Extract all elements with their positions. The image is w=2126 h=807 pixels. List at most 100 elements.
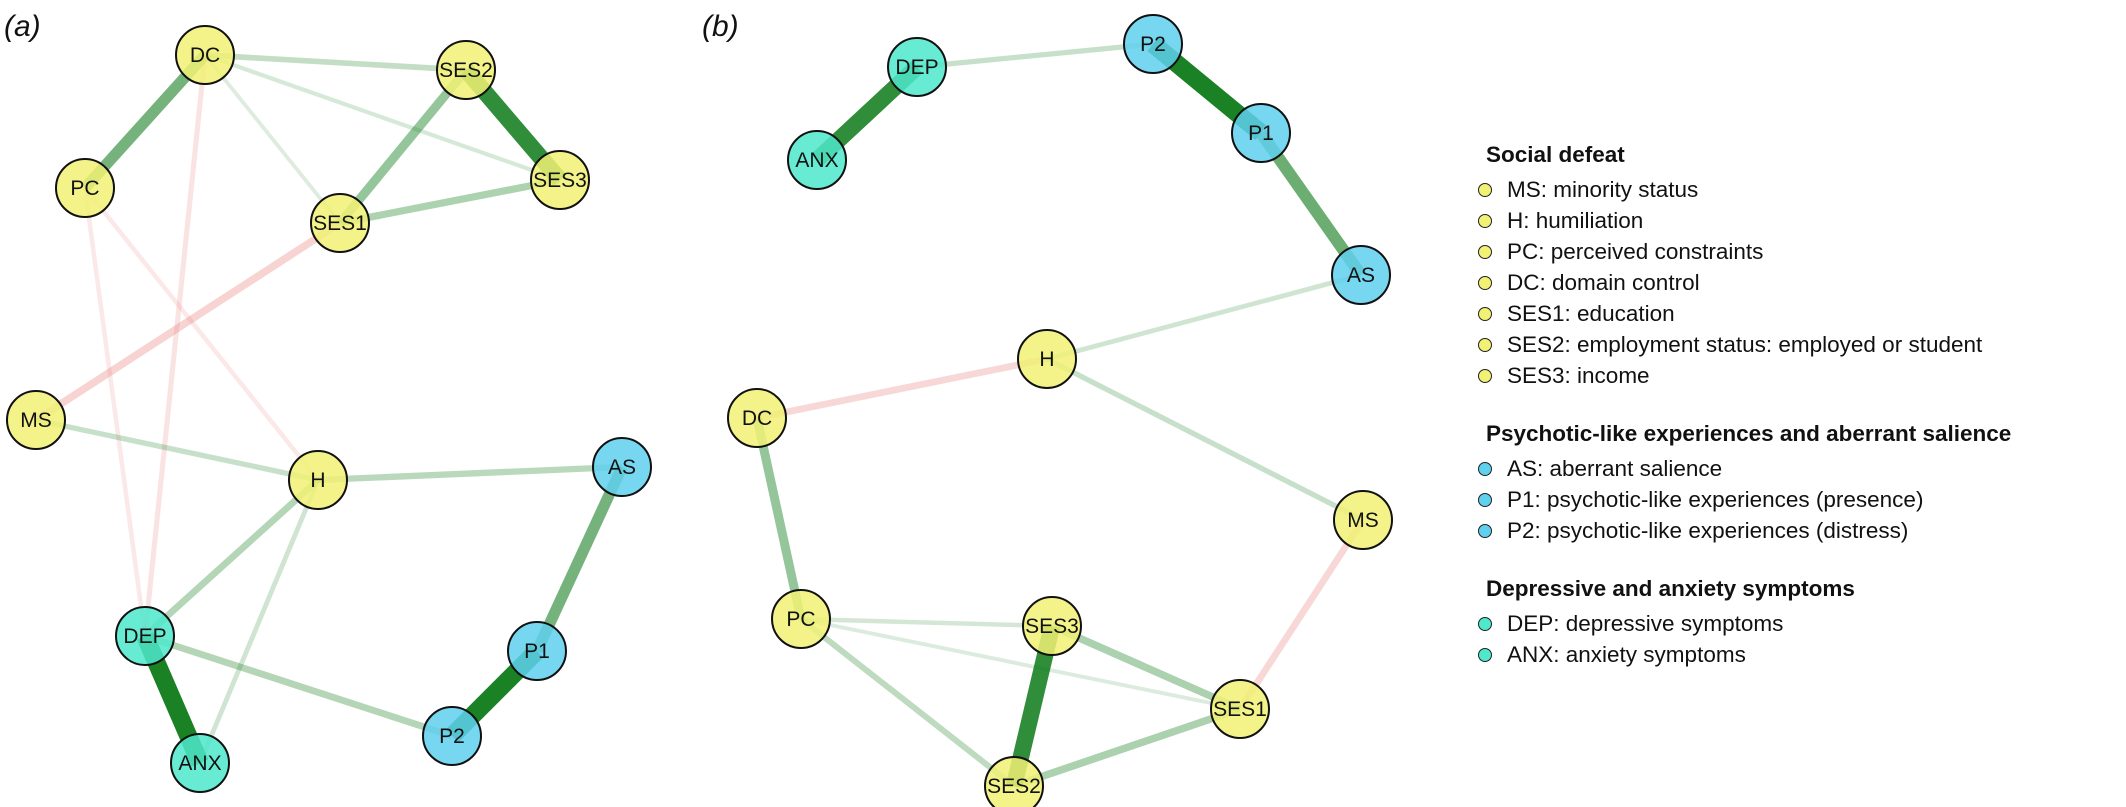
node-label: MS	[20, 409, 52, 432]
node-circle	[530, 150, 590, 210]
legend-item: DC: domain control	[1478, 267, 2118, 298]
node-circle	[6, 390, 66, 450]
legend-title: Social defeat	[1486, 142, 1625, 167]
legend-dot-icon	[1478, 647, 1492, 662]
node-b-dc: DC	[727, 388, 787, 448]
legend-dot-icon	[1478, 244, 1492, 259]
edge-a-dc-dep	[142, 54, 208, 637]
legend-dot-icon	[1478, 616, 1492, 631]
node-circle	[1331, 245, 1391, 305]
legend-item: P1: psychotic-like experiences (presence…	[1478, 484, 2118, 515]
edges-layer	[33, 37, 1366, 790]
legend: Social defeat MS: minority status H: hum…	[1478, 142, 2118, 700]
node-a-as: AS	[592, 437, 652, 497]
node-circle	[422, 706, 482, 766]
legend-item-label: DC: domain control	[1507, 269, 1700, 295]
edge-b-ses3-ses1	[1050, 622, 1242, 713]
edge-a-dc-ses2	[204, 52, 467, 73]
node-circle	[787, 130, 847, 190]
node-label: AS	[608, 456, 636, 479]
node-b-dep: DEP	[887, 37, 947, 97]
node-a-pc: PC	[55, 158, 115, 218]
node-label: DC	[742, 407, 772, 430]
edge-b-pc-ses2	[799, 616, 1016, 789]
edge-b-h-ms	[1045, 356, 1365, 523]
legend-dot-icon	[1478, 182, 1492, 197]
node-b-pc: PC	[771, 589, 831, 649]
node-circle	[175, 25, 235, 85]
node-circle	[115, 606, 175, 666]
legend-item: H: humiliation	[1478, 205, 2118, 236]
node-label: P2	[1140, 33, 1166, 56]
node-b-as: AS	[1331, 245, 1391, 305]
legend-item-label: P1: psychotic-like experiences (presence…	[1507, 486, 1924, 512]
legend-group-psychotic: Psychotic-like experiences and aberrant …	[1478, 421, 2118, 546]
legend-item: SES2: employment status: employed or stu…	[1478, 329, 2118, 360]
node-circle	[1231, 103, 1291, 163]
edge-a-dep-p2	[143, 632, 454, 740]
node-b-p1: P1	[1231, 103, 1291, 163]
edge-a-dc-ses1	[203, 53, 342, 225]
node-label: P1	[524, 640, 550, 663]
node-circle	[887, 37, 947, 97]
node-circle	[1333, 490, 1393, 550]
node-circle	[1123, 14, 1183, 74]
node-label: SES1	[313, 212, 367, 235]
node-label: DEP	[895, 56, 938, 79]
legend-item: P2: psychotic-like experiences (distress…	[1478, 515, 2118, 546]
node-a-anx: ANX	[170, 733, 230, 793]
legend-item-label: AS: aberrant salience	[1507, 455, 1723, 481]
edge-a-pc-dep	[82, 187, 148, 637]
legend-title: Depressive and anxiety symptoms	[1486, 576, 1855, 601]
node-b-p2: P2	[1123, 14, 1183, 74]
node-b-ses3: SES3	[1022, 596, 1082, 656]
edge-a-ms-h	[35, 417, 319, 483]
node-circle	[1017, 329, 1077, 389]
edge-b-dc-pc	[752, 417, 806, 620]
node-label: P2	[439, 725, 465, 748]
legend-item-label: SES2: employment status: employed or stu…	[1507, 331, 1983, 357]
legend-item: MS: minority status	[1478, 174, 2118, 205]
legend-item: AS: aberrant salience	[1478, 453, 2118, 484]
legend-item-label: P2: psychotic-like experiences (distress…	[1507, 517, 1909, 543]
node-label: SES3	[1025, 615, 1079, 638]
node-a-p1: P1	[507, 621, 567, 681]
legend-item-label: PC: perceived constraints	[1507, 238, 1764, 264]
edge-a-ses1-ses3	[339, 176, 561, 227]
edge-b-ses2-ses1	[1012, 705, 1242, 790]
node-label: SES3	[533, 169, 587, 192]
node-a-h: H	[288, 450, 348, 510]
panel-label-a: (a)	[4, 10, 41, 43]
node-b-ses1: SES1	[1210, 679, 1270, 739]
edge-a-h-as	[317, 463, 623, 484]
node-a-ses3: SES3	[530, 150, 590, 210]
node-circle	[55, 158, 115, 218]
legend-item-label: DEP: depressive symptoms	[1507, 610, 1784, 636]
node-label: SES2	[439, 59, 493, 82]
node-b-anx: ANX	[787, 130, 847, 190]
panel-label-b: (b)	[702, 10, 739, 43]
node-circle	[1210, 679, 1270, 739]
node-a-dc: DC	[175, 25, 235, 85]
node-label: PC	[786, 608, 815, 631]
legend-item-label: H: humiliation	[1507, 207, 1644, 233]
node-label: H	[310, 469, 325, 492]
edge-b-pc-ses3	[800, 616, 1053, 629]
legend-dot-icon	[1478, 275, 1492, 290]
legend-item-label: SES3: income	[1507, 362, 1650, 388]
edge-a-dc-ses3	[204, 53, 561, 182]
node-circle	[727, 388, 787, 448]
legend-dot-icon	[1478, 213, 1492, 228]
node-a-p2: P2	[422, 706, 482, 766]
node-label: PC	[70, 177, 99, 200]
legend-item: DEP: depressive symptoms	[1478, 608, 2118, 639]
edge-a-h-anx	[197, 479, 321, 764]
edge-a-pc-h	[83, 186, 320, 482]
node-b-ses2: SES2	[984, 756, 1044, 807]
node-label: P1	[1248, 122, 1274, 145]
node-label: ANX	[178, 752, 221, 775]
node-label: AS	[1347, 264, 1375, 287]
node-circle	[984, 756, 1044, 807]
